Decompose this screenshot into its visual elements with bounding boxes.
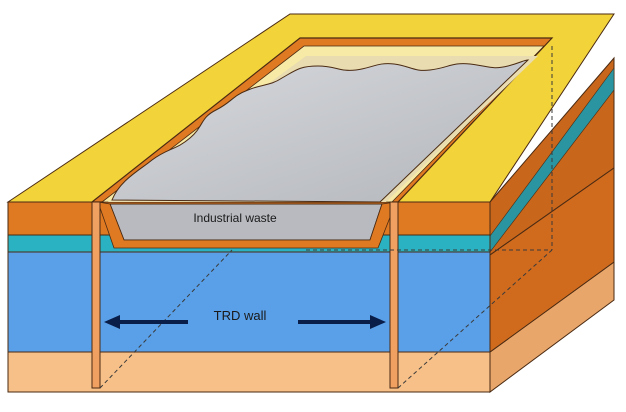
front-blue-layer	[7, 251, 491, 353]
waste-label: Industrial waste	[193, 211, 277, 225]
arrow-left-icon	[104, 315, 188, 329]
trd-wall-left	[91, 201, 101, 389]
hidden-wall-edges	[99, 46, 553, 389]
arrow-right-icon	[298, 315, 386, 329]
trench-liner	[97, 201, 397, 249]
front-peach-layer	[7, 351, 491, 393]
trd-wall-label: TRD wall	[214, 308, 267, 323]
waste-surface	[111, 59, 530, 203]
trd-wall-right	[389, 201, 399, 389]
